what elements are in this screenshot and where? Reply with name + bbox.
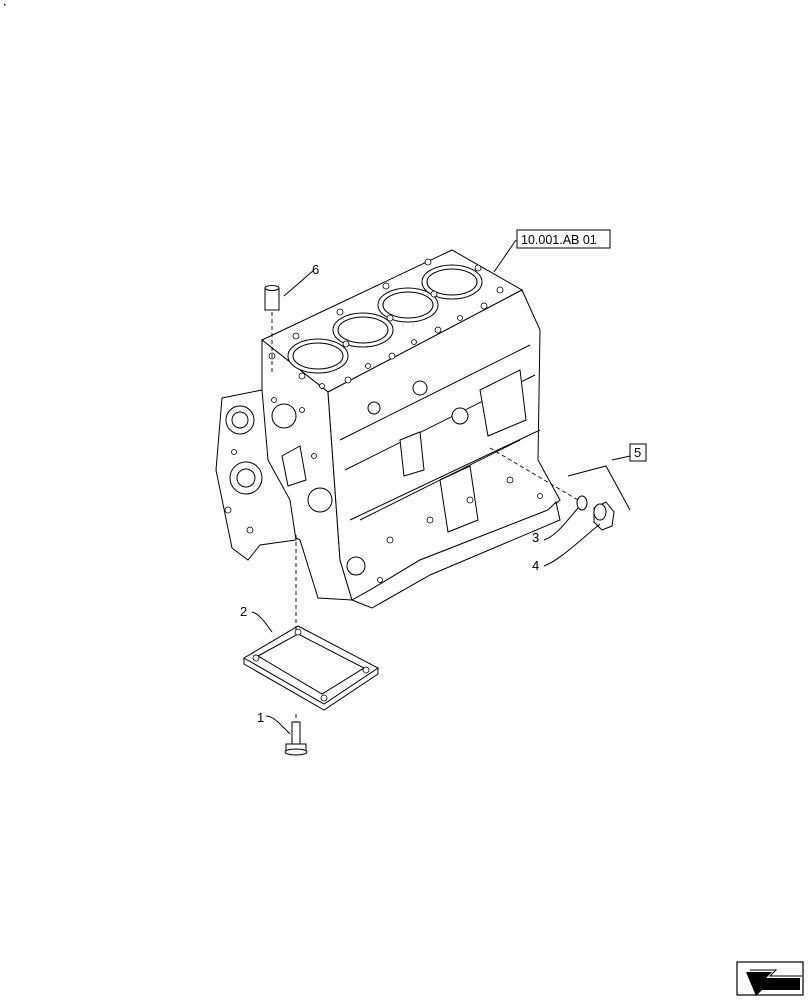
leader-2 [251, 611, 273, 633]
plug [593, 501, 615, 531]
dowel-sleeve [264, 285, 280, 311]
leader-4 [543, 523, 601, 567]
group-box-label: 5 [634, 445, 641, 460]
callout-6: 6 [312, 262, 319, 277]
reference-box-label: 10.001.AB 01 [521, 233, 597, 247]
group-bracket [567, 465, 631, 511]
engine-block [215, 249, 561, 609]
group-box [629, 443, 647, 462]
gasket-plate [243, 625, 379, 711]
plug-assembly-line [489, 447, 579, 501]
callout-3: 3 [532, 530, 539, 545]
arrow-icon[interactable] [736, 961, 804, 996]
bolt [284, 721, 308, 756]
leader-ref [493, 239, 517, 273]
leader-1 [265, 715, 291, 735]
leader-3 [543, 507, 579, 541]
callout-1: 1 [257, 710, 264, 725]
leader-group [611, 455, 631, 461]
callout-2: 2 [240, 604, 247, 619]
callout-4: 4 [532, 558, 539, 573]
corner-mark [4, 4, 6, 6]
reference-box[interactable] [516, 229, 611, 249]
leader-6 [283, 269, 315, 297]
o-ring [576, 495, 588, 511]
